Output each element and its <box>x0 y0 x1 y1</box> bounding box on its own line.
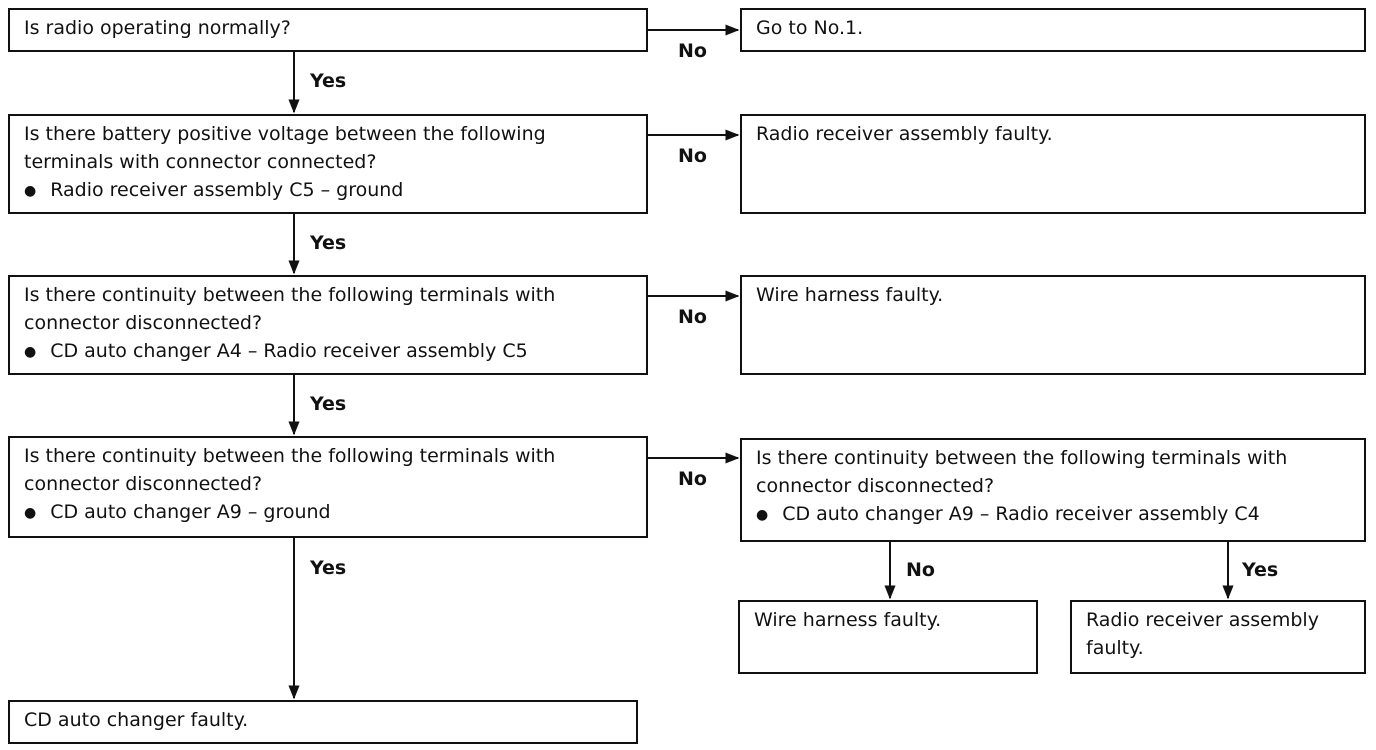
question-line1: Is there continuity between the followin… <box>756 447 1288 469</box>
result-line1: Radio receiver assembly <box>1086 609 1319 631</box>
question-line1: Is there battery positive voltage betwee… <box>24 123 546 145</box>
question-bullet: CD auto changer A9 – Radio receiver asse… <box>756 500 1356 530</box>
result-text: Wire harness faulty. <box>754 609 942 631</box>
question-line2: terminals with connector connected? <box>24 151 377 173</box>
question-continuity-a9-c4: Is there continuity between the followin… <box>740 438 1366 542</box>
result-radio-receiver-faulty: Radio receiver assembly faulty. <box>740 114 1366 214</box>
question-continuity-a4-c5: Is there continuity between the followin… <box>8 275 648 375</box>
question-line1: Is there continuity between the followin… <box>24 284 556 306</box>
label-no-2: No <box>678 145 707 167</box>
question-radio-normal: Is radio operating normally? <box>8 8 648 52</box>
result-radio-receiver-faulty-2: Radio receiver assembly faulty. <box>1070 600 1366 674</box>
label-no-1: No <box>678 40 707 62</box>
label-no-4: No <box>678 468 707 490</box>
label-yes-4: Yes <box>310 557 347 579</box>
result-wire-harness-faulty: Wire harness faulty. <box>740 275 1366 375</box>
label-no-3: No <box>678 306 707 328</box>
result-wire-harness-faulty-2: Wire harness faulty. <box>738 600 1038 674</box>
result-go-to-no1: Go to No.1. <box>740 8 1366 52</box>
result-text: Radio receiver assembly faulty. <box>756 123 1053 145</box>
question-bullet: CD auto changer A9 – ground <box>24 498 638 528</box>
label-yes-3: Yes <box>310 393 347 415</box>
label-yes-5: Yes <box>1242 559 1279 581</box>
question-line2: connector disconnected? <box>24 473 263 495</box>
label-yes-1: Yes <box>310 70 347 92</box>
label-no-5: No <box>906 559 935 581</box>
question-line1: Is there continuity between the followin… <box>24 445 556 467</box>
label-yes-2: Yes <box>310 232 347 254</box>
question-continuity-a9-ground: Is there continuity between the followin… <box>8 436 648 538</box>
result-text: Wire harness faulty. <box>756 284 944 306</box>
question-bullet: Radio receiver assembly C5 – ground <box>24 176 638 206</box>
question-line2: connector disconnected? <box>24 312 263 334</box>
result-line2: faulty. <box>1086 637 1144 659</box>
question-battery-voltage: Is there battery positive voltage betwee… <box>8 114 648 214</box>
result-cd-changer-faulty: CD auto changer faulty. <box>8 700 638 744</box>
result-text: CD auto changer faulty. <box>24 709 249 731</box>
question-bullet: CD auto changer A4 – Radio receiver asse… <box>24 337 638 367</box>
question-line2: connector disconnected? <box>756 475 995 497</box>
question-text: Is radio operating normally? <box>24 17 291 39</box>
result-text: Go to No.1. <box>756 17 864 39</box>
